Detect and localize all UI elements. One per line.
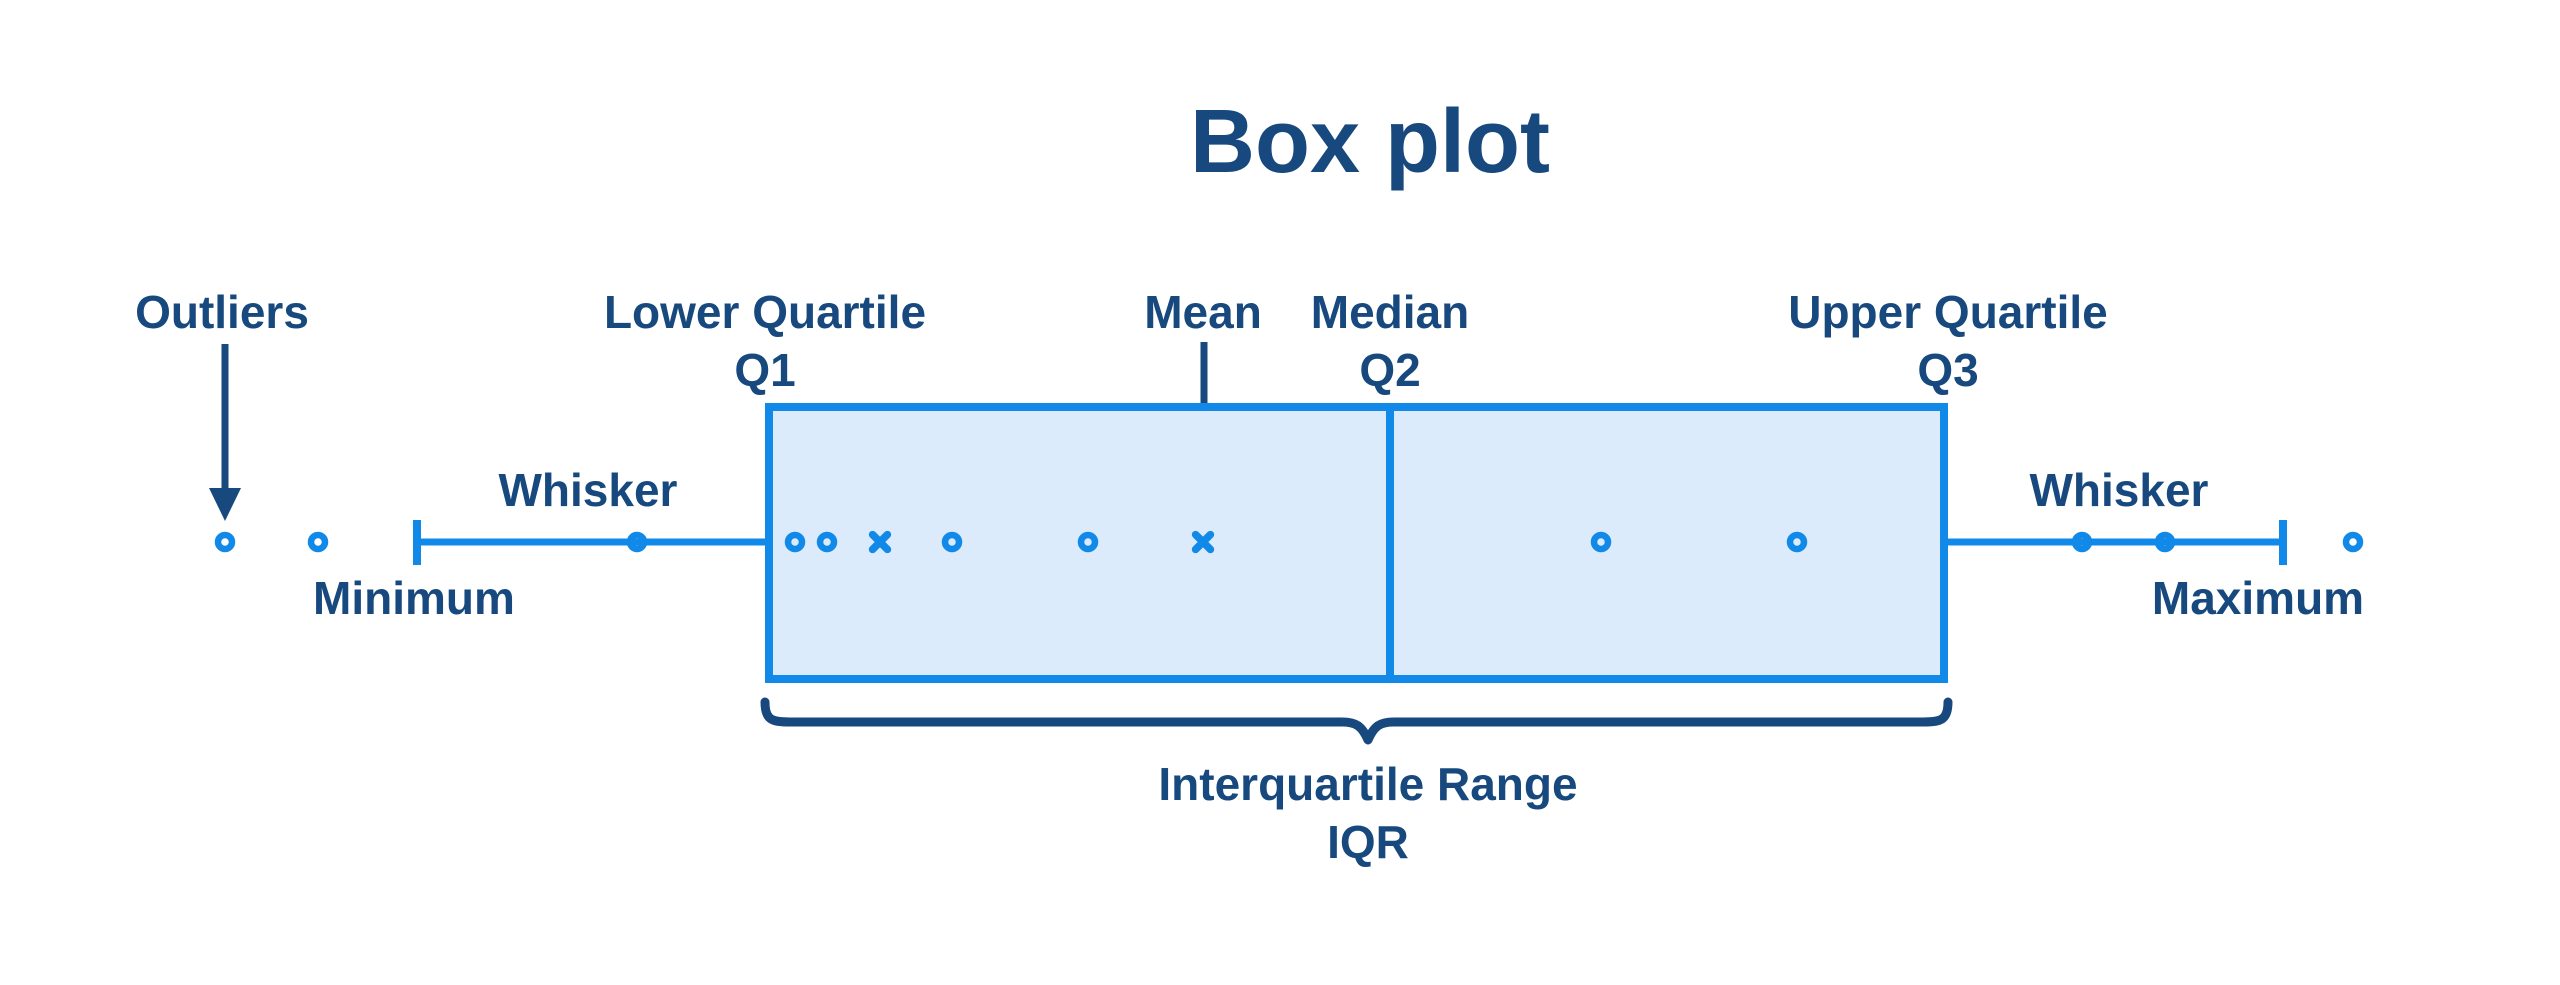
- lower-quartile-label: Lower Quartile: [604, 286, 926, 338]
- outlier-point-circle: [2342, 531, 2364, 553]
- data-point-cross: [868, 530, 892, 554]
- data-point-circle: [784, 531, 806, 553]
- data-point-circle: [2071, 531, 2093, 553]
- outliers-label: Outliers: [135, 286, 309, 338]
- iqr-box: [765, 403, 1948, 683]
- outlier-point-circle: [307, 531, 329, 553]
- data-point-circle: [2154, 531, 2176, 553]
- minimum-label: Minimum: [313, 572, 515, 624]
- data-point-circle: [1077, 531, 1099, 553]
- data-point-circle: [941, 531, 963, 553]
- iqr-brace: [760, 697, 1953, 745]
- q2-label: Q2: [1359, 344, 1420, 396]
- whisker-left-label: Whisker: [499, 464, 678, 516]
- data-point-circle: [816, 531, 838, 553]
- iqr-full-label: Interquartile Range: [1158, 758, 1577, 810]
- outliers-arrow: [209, 344, 241, 521]
- mean-label: Mean: [1144, 286, 1262, 338]
- upper-quartile-label: Upper Quartile: [1788, 286, 2108, 338]
- outlier-point-circle: [214, 531, 236, 553]
- page-title: Box plot: [1190, 92, 1550, 192]
- data-point-circle: [1786, 531, 1808, 553]
- data-point-circle: [626, 531, 648, 553]
- median-label: Median: [1311, 286, 1469, 338]
- maximum-label: Maximum: [2152, 572, 2364, 624]
- mean-point-cross: [1191, 530, 1215, 554]
- whisker-right-label: Whisker: [2030, 464, 2209, 516]
- iqr-abbr-label: IQR: [1327, 816, 1409, 868]
- data-point-circle: [1590, 531, 1612, 553]
- q1-label: Q1: [734, 344, 795, 396]
- data-points-layer: [214, 530, 2364, 554]
- q3-label: Q3: [1917, 344, 1978, 396]
